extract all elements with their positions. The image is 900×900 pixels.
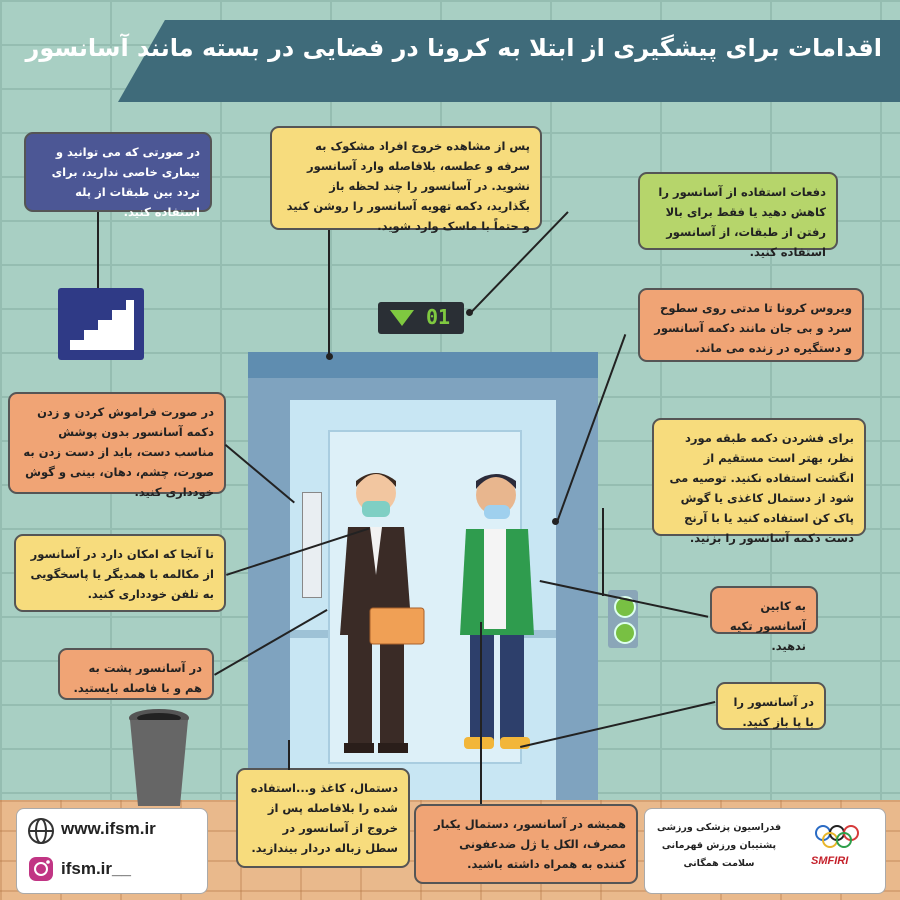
federation-logo-icon	[815, 825, 859, 848]
down-button-icon	[614, 622, 636, 644]
tip-press-button: برای فشردن دکمه طبقه مورد نظر، بهتر است …	[652, 418, 866, 545]
tip-no-talk: تا آنجا که امکان دارد در آسانسور از مکال…	[14, 534, 226, 612]
website-link[interactable]: www.ifsm.ir	[61, 819, 156, 838]
logo-text: SMFIRI	[811, 855, 849, 867]
man-in-green-jacket	[460, 474, 534, 749]
tip-dispose-tissue: دستمال، کاغذ و...استفاده شده را بلافاصله…	[236, 768, 410, 868]
federation-line: سلامت همگانی	[683, 858, 755, 869]
globe-icon	[28, 818, 54, 844]
stairs-icon	[58, 288, 144, 360]
tip-back-to-back: در آسانسور پشت به هم و با فاصله بایستید.	[58, 648, 214, 700]
connector-line	[328, 230, 330, 356]
connector-dot	[552, 518, 559, 525]
trash-bin-icon	[129, 709, 189, 806]
connector-dot	[326, 353, 333, 360]
page-title: اقدامات برای پیشگیری از ابتلا به کرونا د…	[25, 34, 882, 62]
tip-reduce-use: دفعات استفاده از آسانسور را کاهش دهید یا…	[638, 172, 838, 259]
folder-icon	[369, 607, 425, 645]
contact-card: www.ifsm.ir ifsm.ir__	[16, 808, 208, 894]
title-banner	[118, 20, 900, 102]
connector-dot	[466, 309, 473, 316]
tip-cough: پس از مشاهده خروج افراد مشکوک به سرفه و …	[270, 126, 542, 233]
federation-card: فدراسیون پزشکی ورزشی پشتیبان ورزش قهرمان…	[644, 808, 886, 894]
handrail-right	[518, 630, 556, 638]
tip-carry-sanitizer: همیشه در آسانسور، دستمال یکبار مصرف، الک…	[414, 804, 638, 884]
federation-line: پشتیبان ورزش قهرمانی	[661, 840, 777, 851]
connector-line	[288, 740, 290, 770]
elevator-header	[248, 352, 598, 378]
tip-stairs: در صورتی که می توانید و بیماری خاصی ندار…	[24, 132, 212, 219]
tip-open-with-foot: در آسانسور را با پا باز کنید.	[716, 682, 826, 730]
connector-line	[480, 622, 482, 804]
federation-line: فدراسیون پزشکی ورزشی	[656, 822, 782, 833]
tip-virus-surface: ویروس کرونا تا مدتی روی سطوح سرد و بی جا…	[638, 288, 864, 362]
handrail-left	[290, 630, 328, 638]
connector-line	[602, 508, 604, 596]
connector-line	[97, 212, 99, 288]
federation-text: فدراسیون پزشکی ورزشی پشتیبان ورزش قهرمان…	[655, 819, 783, 873]
tip-forget-button: در صورت فراموش کردن و زدن دکمه آسانسور ب…	[8, 392, 226, 499]
floor-indicator: 01	[378, 302, 464, 334]
up-button-icon	[614, 596, 636, 618]
down-arrow-icon	[390, 310, 414, 326]
floor-number: 01	[426, 305, 451, 329]
instagram-icon	[29, 857, 53, 881]
tip-no-lean: به کابین آسانسور تکیه ندهید.	[710, 586, 818, 653]
instagram-handle[interactable]: ifsm.ir__	[61, 859, 131, 878]
